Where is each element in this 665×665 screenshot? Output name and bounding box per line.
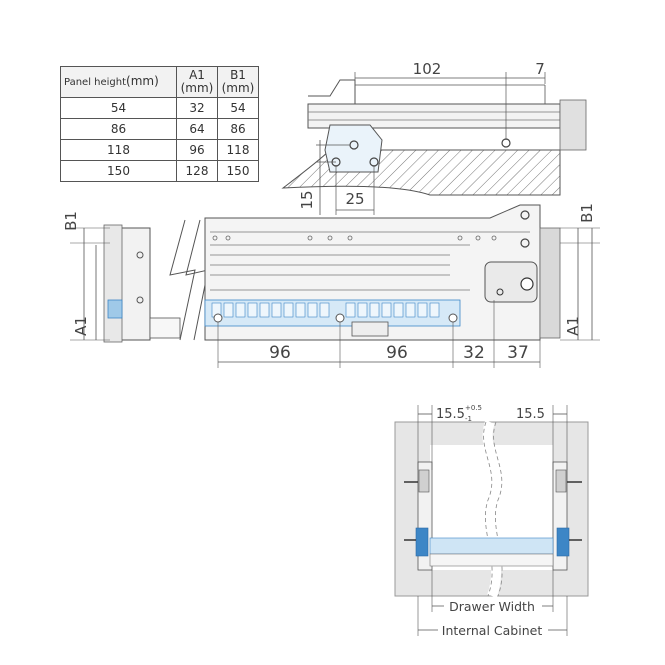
- blue-clip-left-front: [415, 527, 429, 557]
- dim-left-gap-label: 15.5: [436, 407, 465, 422]
- dim-32-label: 32: [463, 343, 485, 363]
- table-cell: 64: [176, 118, 218, 140]
- dim-left-gap-tol-top: +0.5: [465, 404, 482, 412]
- dim-right-gap-label: 15.5: [516, 407, 545, 422]
- panel-height-table: Panel height(mm) A1(mm) B1(mm) 54 32 54 …: [60, 66, 259, 182]
- screw-hole-icon: [213, 313, 223, 323]
- table-cell: 150: [60, 160, 177, 182]
- dim-96b-label: 96: [386, 343, 408, 363]
- break-line: [185, 219, 209, 341]
- table-cell: 118: [217, 139, 259, 161]
- screw-hole-icon: [501, 138, 511, 148]
- header-panel-unit: (mm): [126, 74, 159, 88]
- cabinet-hatched-section: [281, 149, 561, 196]
- side-view: B1 A1 B1 A1 96 96 32 37: [62, 203, 600, 368]
- blue-rack: [204, 299, 461, 327]
- dim-7-label: 7: [535, 60, 545, 78]
- blue-clip-left: [107, 299, 123, 319]
- header-b1-unit: (mm): [221, 81, 255, 95]
- dim-25-label: 25: [345, 190, 364, 208]
- table-row: 150 128 150: [60, 160, 259, 182]
- table-cell: 86: [217, 118, 259, 140]
- header-a1: A1(mm): [176, 66, 218, 98]
- dim-b1-left-label: B1: [62, 211, 80, 231]
- blue-clip-right-front: [556, 527, 570, 557]
- dim-b1-right-label: B1: [578, 203, 596, 223]
- table-header-row: Panel height(mm) A1(mm) B1(mm): [60, 66, 259, 98]
- locking-device: [484, 261, 538, 303]
- drawer-bottom-panel: [429, 537, 554, 555]
- dim-15-label: 15: [298, 190, 316, 209]
- dim-left-gap-tol-bottom: -1: [465, 415, 472, 423]
- screw-hole-icon: [335, 313, 345, 323]
- header-b1-label: B1: [230, 68, 246, 82]
- screw-hole-icon: [448, 313, 458, 323]
- break-line: [169, 219, 196, 341]
- header-a1-label: A1: [189, 68, 205, 82]
- table-row: 86 64 86: [60, 118, 259, 140]
- rear-end-block: [539, 227, 561, 339]
- dim-96a-label: 96: [269, 343, 291, 363]
- top-detail-view: 102 7 25 15: [281, 60, 587, 215]
- header-panel-height: Panel height(mm): [60, 66, 177, 98]
- adjuster-icon: [520, 277, 534, 291]
- header-a1-unit: (mm): [180, 81, 214, 95]
- table-cell: 32: [176, 97, 218, 119]
- internal-cabinet-label: Internal Cabinet: [442, 623, 543, 638]
- dim-37-label: 37: [507, 343, 529, 363]
- dim-102-label: 102: [413, 60, 442, 78]
- table-cell: 128: [176, 160, 218, 182]
- end-block: [559, 99, 587, 151]
- table-cell: 150: [217, 160, 259, 182]
- runner-top-body: [307, 103, 561, 129]
- front-view: 15.5 +0.5 -1 15.5 Drawer Width Internal …: [394, 404, 589, 638]
- header-panel-height-label: Panel height: [64, 77, 127, 88]
- rack-teeth: [211, 302, 440, 318]
- dim-a1-right-label: A1: [564, 316, 582, 336]
- runner-holes: [212, 235, 497, 241]
- header-b1: B1(mm): [217, 66, 259, 98]
- dim-a1-left-label: A1: [72, 316, 90, 336]
- drawer-width-label: Drawer Width: [449, 599, 535, 614]
